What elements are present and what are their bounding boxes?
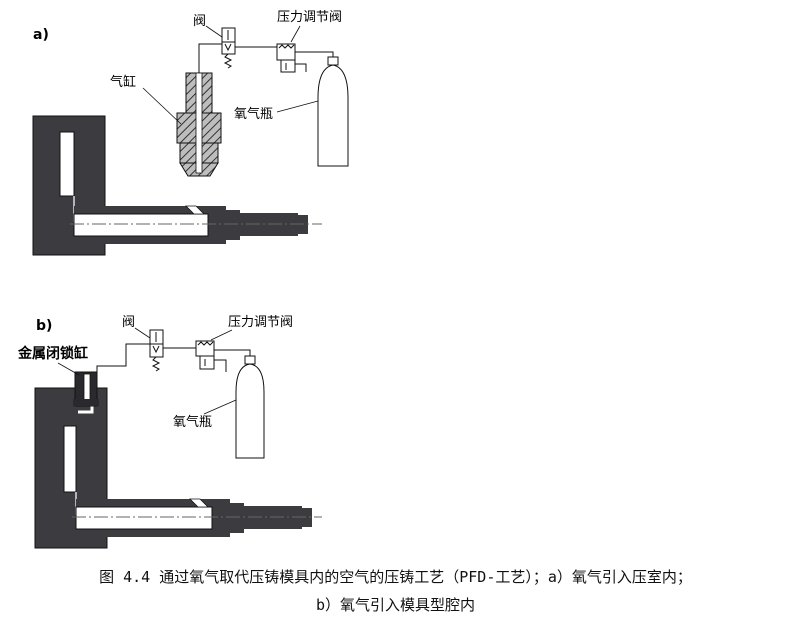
shot-sleeve-a	[70, 205, 322, 244]
valve-b	[149, 329, 164, 372]
cylinder-label-a: 气缸	[110, 74, 136, 90]
diagram-b: b) 金属闭锁缸	[17, 315, 322, 549]
piping-a	[198, 43, 334, 73]
die-block-b	[34, 387, 108, 549]
metal-lock-cylinder-b	[73, 371, 99, 407]
leaders-a	[142, 25, 319, 125]
die-block-a	[32, 115, 106, 256]
panel-label-b: b)	[36, 318, 52, 334]
figure-caption-line-1: 图 4.4 通过氧气取代压铸模具内的空气的压铸工艺（PFD-工艺）；a）氧气引入…	[99, 568, 692, 586]
diagram-a: a)	[32, 10, 349, 256]
gas-cylinder-a	[176, 72, 222, 177]
piping-b	[96, 343, 251, 372]
oxygen-bottle-label-b: 氧气瓶	[173, 414, 212, 430]
panel-label-a: a)	[33, 27, 49, 43]
lock-cylinder-label-b: 金属闭锁缸	[17, 345, 88, 362]
valve-a	[221, 27, 236, 69]
oxygen-bottle-b	[235, 355, 265, 459]
pressure-valve-label-a: 压力调节阀	[277, 10, 342, 25]
leaders-b	[134, 327, 237, 415]
pressure-valve-label-b: 压力调节阀	[228, 315, 293, 330]
pressure-valve-b	[195, 340, 227, 372]
figure-caption-line-2: b）氧气引入模具型腔内	[315, 596, 476, 614]
oxygen-bottle-a	[317, 56, 349, 167]
shot-sleeve-b	[72, 498, 322, 537]
oxygen-bottle-label-a: 氧气瓶	[234, 106, 273, 122]
valve-label-b: 阀	[122, 315, 135, 330]
valve-label-a: 阀	[193, 14, 206, 29]
pressure-valve-a	[276, 43, 307, 73]
